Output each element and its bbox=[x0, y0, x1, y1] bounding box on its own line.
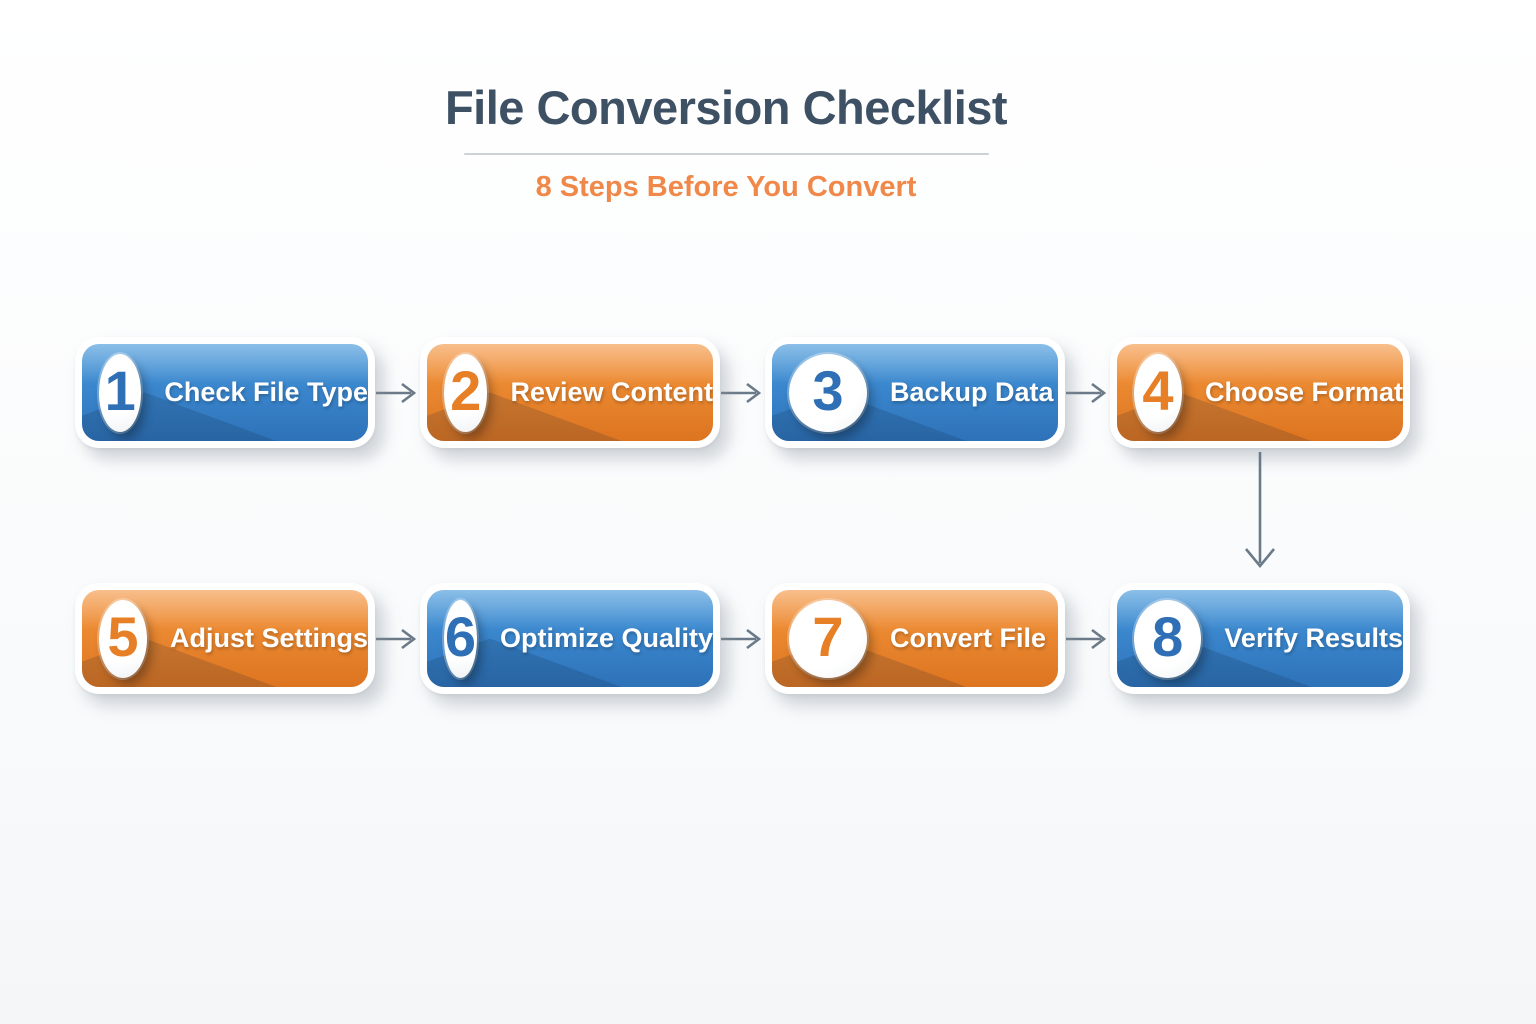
step-label: Backup Data bbox=[890, 377, 1054, 407]
step-number: 1 bbox=[104, 358, 136, 422]
arrow-right-icon bbox=[721, 382, 762, 403]
step-label: Check File Type bbox=[164, 377, 368, 407]
step-number-badge: 7 bbox=[789, 599, 867, 678]
arrow-down-icon bbox=[1244, 452, 1276, 569]
step-number-badge: 2 bbox=[444, 353, 488, 432]
steps-row-2: 5 Adjust Settings 6 Optimize Quality 7 C… bbox=[75, 583, 1410, 694]
step-box-2: 2 Review Content bbox=[420, 337, 720, 448]
step-label: Verify Results bbox=[1224, 623, 1403, 653]
title-divider bbox=[463, 153, 989, 155]
step-box-7-surface: 7 Convert File bbox=[772, 590, 1058, 687]
page-title: File Conversion Checklist bbox=[444, 81, 1008, 134]
arrow-right-icon bbox=[376, 382, 417, 403]
step-number-badge: 8 bbox=[1134, 599, 1202, 678]
step-number: 2 bbox=[450, 358, 482, 422]
step-number-badge: 4 bbox=[1134, 353, 1182, 432]
step-box-6: 6 Optimize Quality bbox=[420, 583, 720, 694]
step-box-4-surface: 4 Choose Format bbox=[1117, 344, 1403, 441]
step-number: 6 bbox=[444, 604, 477, 668]
step-number: 7 bbox=[812, 604, 844, 668]
step-number-badge: 1 bbox=[99, 353, 142, 432]
step-number-badge: 3 bbox=[789, 353, 867, 432]
step-number: 4 bbox=[1142, 358, 1174, 422]
step-box-8: 8 Verify Results bbox=[1110, 583, 1410, 694]
step-number: 3 bbox=[812, 358, 844, 422]
step-box-7: 7 Convert File bbox=[765, 583, 1065, 694]
step-number-badge: 5 bbox=[99, 599, 147, 678]
step-box-1: 1 Check File Type bbox=[75, 337, 375, 448]
step-box-5-surface: 5 Adjust Settings bbox=[82, 590, 368, 687]
arrow-right-icon bbox=[721, 628, 762, 649]
step-label: Adjust Settings bbox=[169, 623, 368, 653]
step-box-3: 3 Backup Data bbox=[765, 337, 1065, 448]
step-box-1-surface: 1 Check File Type bbox=[82, 344, 368, 441]
step-box-5: 5 Adjust Settings bbox=[75, 583, 375, 694]
arrow-right-icon bbox=[1066, 382, 1107, 403]
step-box-3-surface: 3 Backup Data bbox=[772, 344, 1058, 441]
step-label: Review Content bbox=[510, 377, 713, 407]
step-box-6-surface: 6 Optimize Quality bbox=[427, 590, 713, 687]
step-box-2-surface: 2 Review Content bbox=[427, 344, 713, 441]
arrow-right-icon bbox=[376, 628, 417, 649]
step-label: Convert File bbox=[890, 623, 1047, 653]
step-box-8-surface: 8 Verify Results bbox=[1117, 590, 1403, 687]
step-label: Choose Format bbox=[1204, 377, 1403, 407]
step-number: 8 bbox=[1152, 604, 1184, 668]
page-subtitle: 8 Steps Before You Convert bbox=[535, 171, 917, 203]
header: File Conversion Checklist 8 Steps Before… bbox=[0, 80, 1452, 204]
steps-row-1: 1 Check File Type 2 Review Content 3 Bac… bbox=[75, 337, 1410, 448]
arrow-right-icon bbox=[1066, 628, 1107, 649]
step-box-4: 4 Choose Format bbox=[1110, 337, 1410, 448]
step-label: Optimize Quality bbox=[499, 623, 713, 653]
step-number: 5 bbox=[107, 604, 139, 668]
step-number-badge: 6 bbox=[444, 599, 477, 678]
